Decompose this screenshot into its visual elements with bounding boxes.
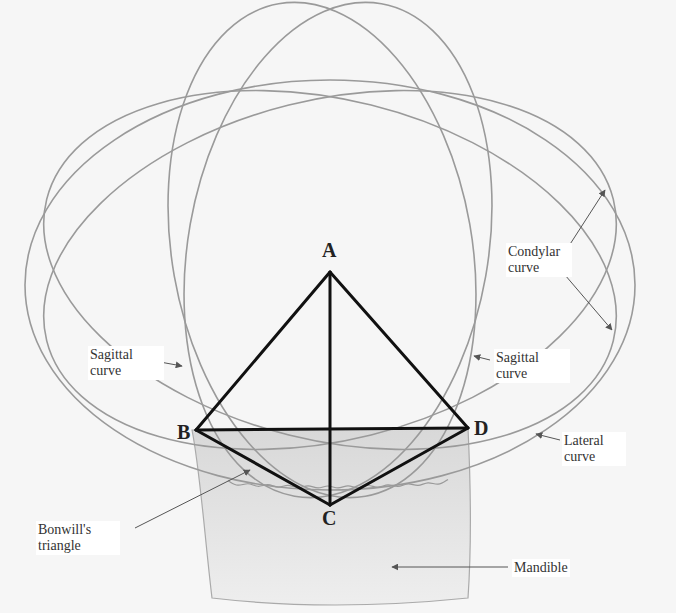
curve-label: Lateral curve [562, 432, 626, 466]
point-label: C [320, 506, 338, 530]
sagittal-curve [131, 0, 513, 522]
bonwill-triangle [196, 272, 468, 505]
part-label: Bonwill's triangle [36, 521, 120, 555]
point-label: D [472, 416, 490, 440]
condylar-curve [6, 34, 655, 505]
curve-label: Condylar curve [506, 243, 572, 277]
curve-label: Sagittal curve [494, 349, 570, 383]
leader-lines [135, 190, 612, 567]
part-label: Mandible [512, 559, 570, 577]
point-label: B [175, 420, 192, 444]
point-label: A [320, 238, 338, 262]
curve-label: Sagittal curve [88, 346, 164, 380]
condylar-curve [6, 34, 655, 505]
sagittal-curve [147, 0, 529, 522]
curves [6, 0, 655, 522]
